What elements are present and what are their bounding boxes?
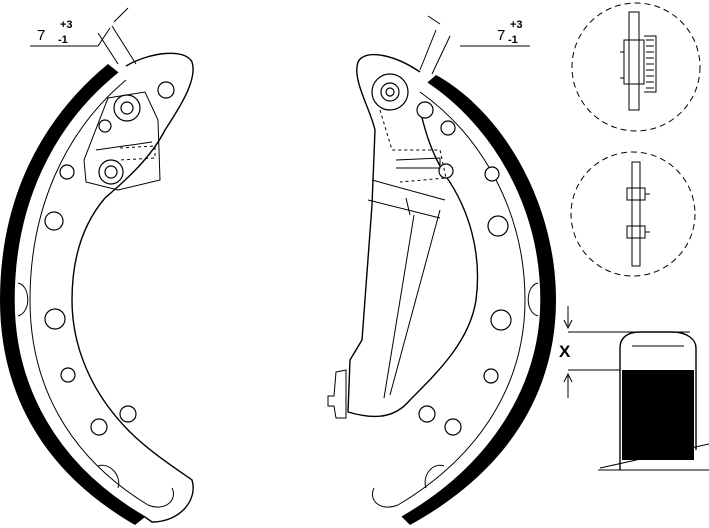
left-dimension-callout: 7 +3 -1 bbox=[30, 7, 129, 47]
right-dim-nominal: 7 bbox=[497, 27, 505, 44]
right-shoe-web bbox=[347, 53, 479, 418]
left-shoe-adjuster bbox=[83, 91, 161, 191]
right-dimension-callout: 7 +3 -1 bbox=[427, 15, 530, 47]
lining-block bbox=[622, 370, 694, 460]
right-shoe-rim bbox=[401, 81, 542, 518]
right-brake-shoe bbox=[327, 29, 556, 525]
left-brake-shoe bbox=[0, 25, 194, 525]
left-dim-lower: -1 bbox=[58, 34, 68, 46]
right-shoe-lining bbox=[402, 75, 556, 525]
left-shoe-web bbox=[71, 52, 194, 523]
right-dim-upper: +3 bbox=[510, 19, 523, 31]
right-shoe-lever bbox=[367, 73, 447, 399]
left-dim-upper: +3 bbox=[60, 19, 73, 31]
left-shoe-rim-inner bbox=[29, 79, 149, 506]
left-shoe-rim bbox=[13, 71, 146, 518]
left-dim-nominal: 7 bbox=[37, 27, 45, 44]
right-shoe-rim-inner bbox=[397, 91, 526, 506]
detail-view-top bbox=[571, 2, 701, 132]
detail-view-bottom bbox=[570, 151, 696, 277]
right-dim-lower: -1 bbox=[508, 34, 518, 46]
wear-indicator-detail: X bbox=[559, 306, 709, 471]
left-shoe-lining bbox=[0, 64, 145, 525]
wear-label: X bbox=[559, 342, 571, 361]
